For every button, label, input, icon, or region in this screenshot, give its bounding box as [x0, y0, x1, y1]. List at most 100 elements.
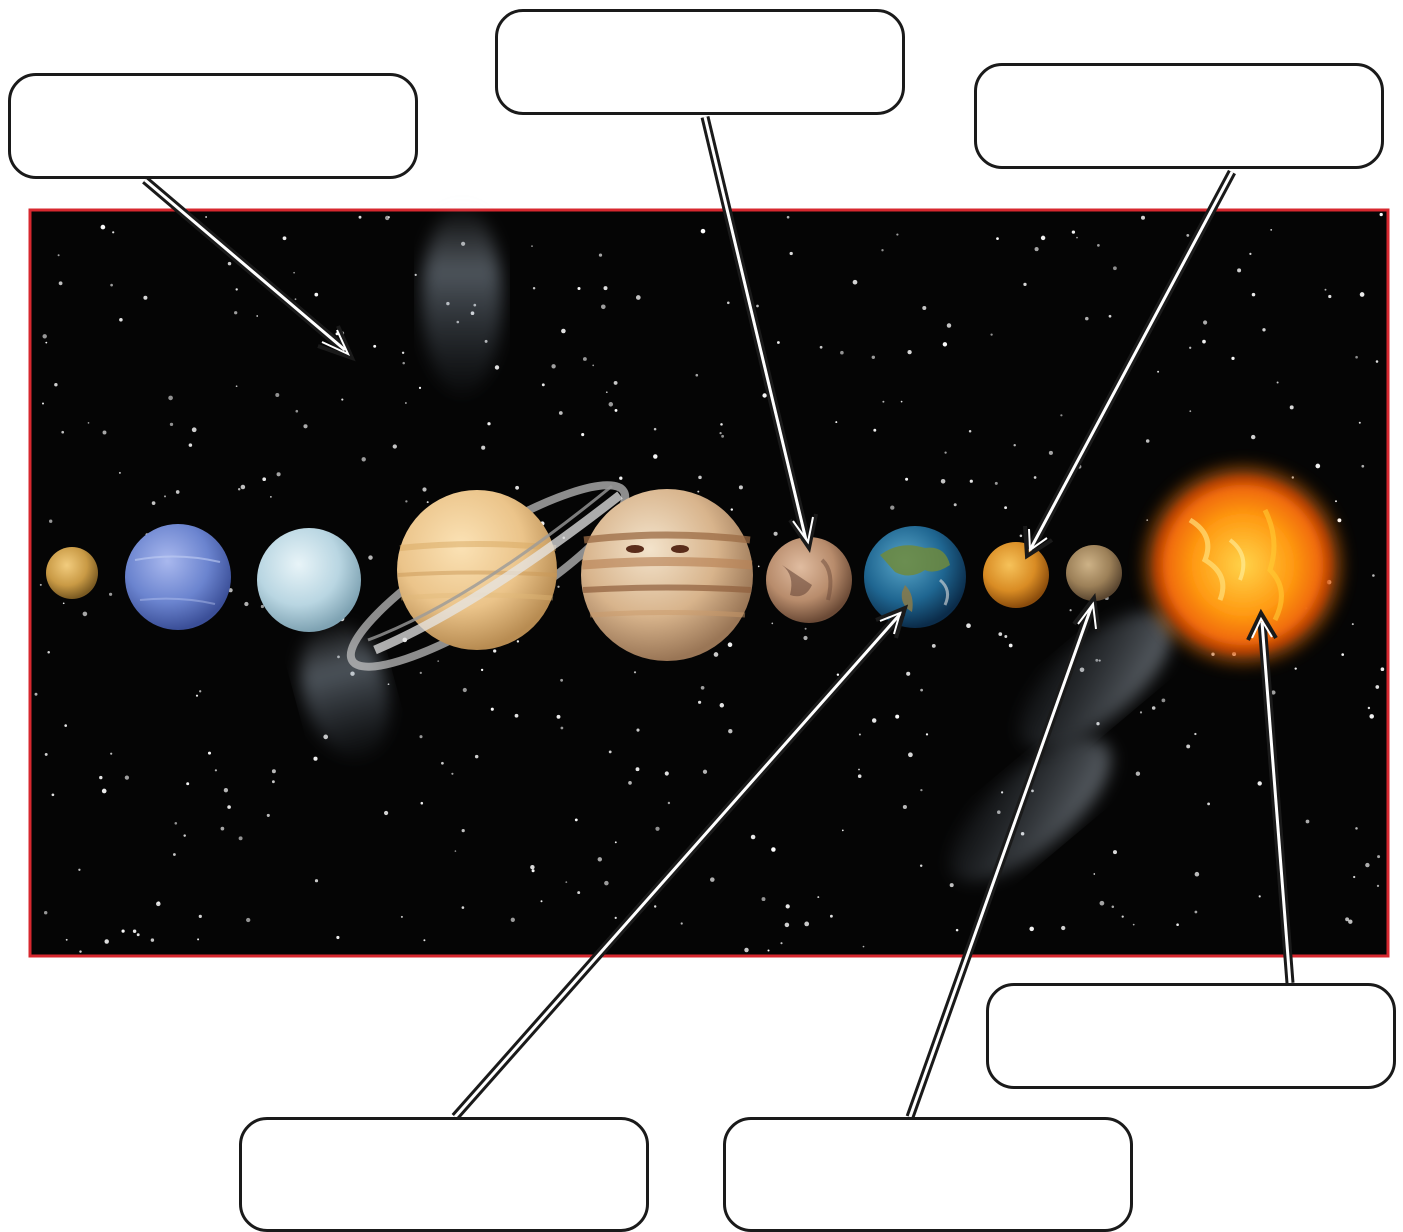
label-box-venus[interactable] — [974, 63, 1384, 169]
star — [1345, 917, 1349, 921]
star — [604, 286, 608, 290]
star — [1292, 476, 1294, 478]
star — [756, 305, 759, 308]
star — [698, 701, 701, 704]
star — [1009, 644, 1013, 648]
star — [256, 315, 258, 317]
star — [151, 938, 154, 941]
star — [751, 835, 756, 840]
star — [451, 773, 453, 775]
star — [199, 690, 201, 692]
star — [199, 915, 202, 918]
star — [427, 501, 429, 503]
star — [943, 342, 947, 346]
star — [599, 253, 602, 256]
star — [720, 423, 723, 426]
star — [908, 752, 913, 757]
star — [1195, 872, 1200, 877]
star — [1380, 213, 1383, 216]
star — [270, 496, 272, 498]
star — [840, 351, 844, 355]
star — [1377, 855, 1380, 858]
star — [728, 642, 733, 647]
star — [421, 802, 424, 805]
star — [920, 789, 922, 791]
star — [817, 896, 819, 898]
star — [1136, 772, 1140, 776]
star — [295, 298, 297, 300]
star — [152, 501, 156, 505]
star — [42, 403, 44, 405]
star — [653, 454, 657, 458]
star — [1070, 609, 1072, 611]
star — [1203, 320, 1207, 324]
star — [402, 362, 405, 365]
star — [830, 915, 833, 918]
star — [583, 357, 587, 361]
star — [517, 640, 519, 642]
star — [275, 393, 279, 397]
star — [932, 644, 936, 648]
star — [40, 584, 42, 586]
star — [295, 410, 298, 413]
star — [881, 249, 883, 251]
star — [1251, 435, 1255, 439]
star — [495, 365, 499, 369]
label-box-sun[interactable] — [986, 983, 1396, 1089]
star — [561, 727, 564, 730]
label-box-comet[interactable] — [8, 73, 418, 179]
star — [1231, 357, 1234, 360]
star — [872, 718, 876, 722]
star — [1365, 863, 1369, 867]
star — [767, 949, 769, 951]
star — [1023, 283, 1026, 286]
star — [283, 236, 287, 240]
star — [990, 333, 992, 335]
star — [655, 827, 659, 831]
star — [614, 381, 618, 385]
star — [615, 841, 617, 843]
mercury-icon — [1066, 545, 1122, 601]
star — [739, 485, 743, 489]
star — [785, 923, 790, 928]
star — [112, 231, 114, 233]
star — [920, 689, 923, 692]
star — [941, 479, 946, 484]
star — [104, 939, 108, 943]
star — [771, 847, 776, 852]
star — [487, 422, 490, 425]
star — [384, 811, 388, 815]
star — [581, 433, 584, 436]
star — [455, 850, 457, 852]
star — [183, 834, 185, 836]
star — [604, 881, 609, 886]
star — [1141, 216, 1145, 220]
star — [102, 789, 107, 794]
star — [714, 652, 719, 657]
star — [1049, 451, 1053, 455]
star — [636, 295, 641, 300]
star — [701, 686, 705, 690]
star — [59, 281, 63, 285]
star — [110, 753, 112, 755]
star — [362, 457, 366, 461]
star — [559, 411, 563, 415]
pluto-icon — [46, 547, 98, 599]
star — [368, 555, 372, 559]
label-box-mars[interactable] — [495, 9, 905, 115]
star — [907, 350, 911, 354]
star — [1335, 500, 1337, 502]
star — [703, 770, 707, 774]
star — [47, 651, 50, 654]
sun-icon — [1145, 467, 1341, 663]
star — [52, 793, 55, 796]
star — [1252, 293, 1256, 297]
label-box-mercury[interactable] — [723, 1117, 1133, 1232]
star — [786, 904, 790, 908]
star — [164, 495, 166, 497]
star — [598, 857, 602, 861]
star — [842, 830, 844, 832]
star — [441, 762, 444, 765]
label-box-earth[interactable] — [239, 1117, 649, 1232]
star — [619, 477, 622, 480]
